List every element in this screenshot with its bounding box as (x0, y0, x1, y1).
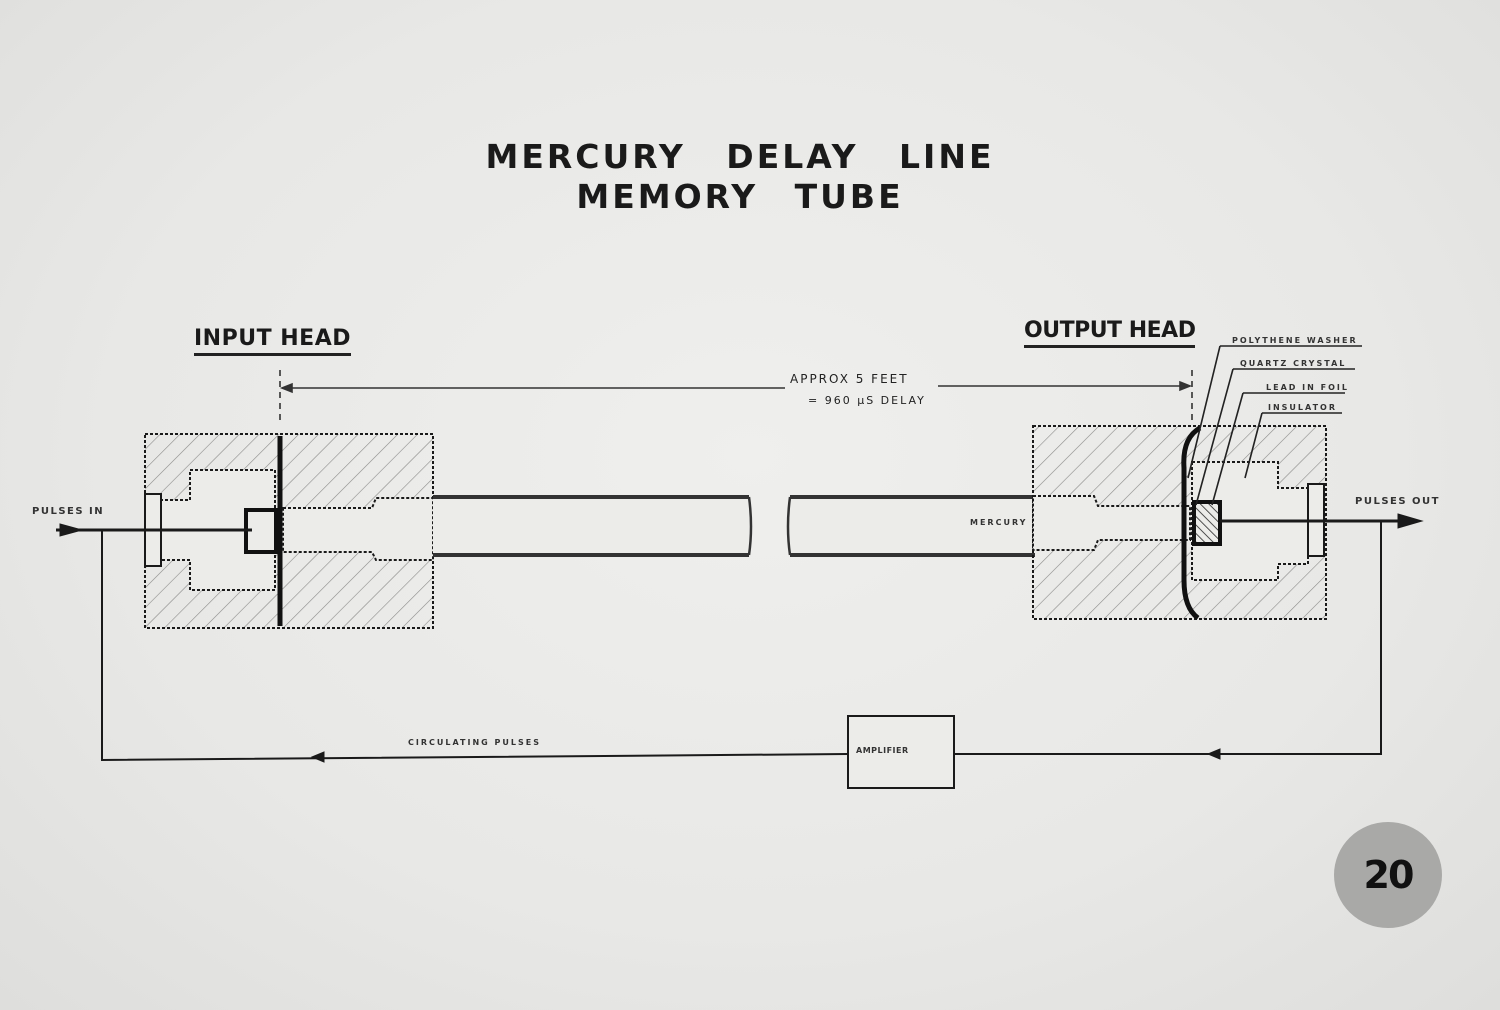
callout-lead-in-foil: LEAD IN FOIL (1266, 383, 1349, 392)
input-head-label: INPUT HEAD (194, 326, 351, 356)
callout-quartz-crystal: QUARTZ CRYSTAL (1240, 359, 1347, 368)
signal-wiring (56, 513, 1424, 763)
mercury-tube-left (433, 495, 753, 557)
title-line-1: MERCURY DELAY LINE (485, 137, 995, 176)
pulses-out-label: PULSES OUT (1355, 496, 1440, 507)
callout-insulator: INSULATOR (1268, 403, 1338, 412)
length-label: APPROX 5 FEET (790, 372, 909, 386)
mercury-label: MERCURY (970, 518, 1028, 527)
amplifier-box (847, 715, 955, 789)
input-head (144, 433, 434, 629)
title-line-2: MEMORY TUBE (576, 177, 904, 216)
amplifier-label: AMPLIFIER (856, 746, 909, 755)
slide-number-badge: 20 (1334, 822, 1442, 928)
circulating-pulses-label: CIRCULATING PULSES (408, 738, 541, 747)
output-head-label: OUTPUT HEAD (1024, 318, 1196, 348)
callout-leaders (1187, 345, 1362, 506)
delay-label: = 960 µS DELAY (808, 394, 926, 407)
length-dimension (279, 370, 1193, 420)
pulses-in-label: PULSES IN (32, 506, 105, 517)
callout-polythene-washer: POLYTHENE WASHER (1232, 336, 1358, 345)
mercury-tube-right (786, 495, 1035, 557)
